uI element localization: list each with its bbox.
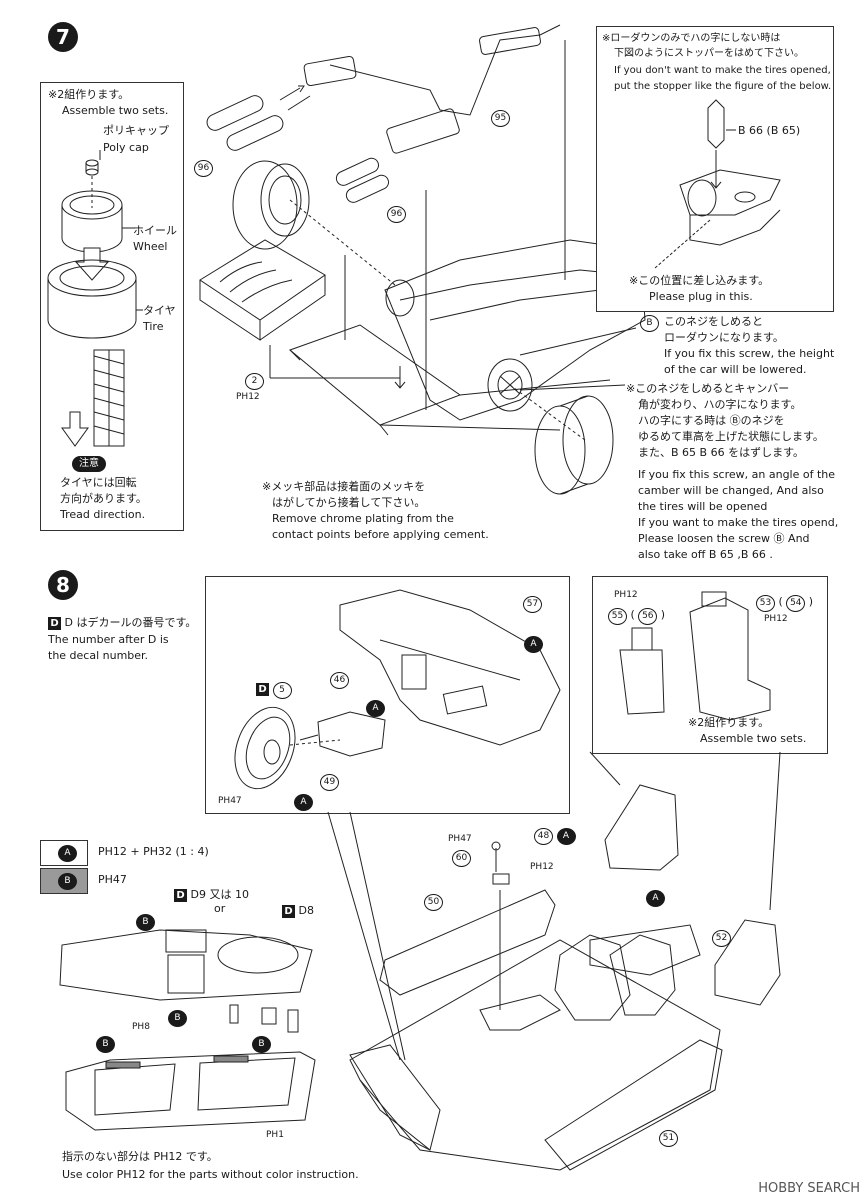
part-2-label: 2 — [245, 373, 264, 390]
decal-8-label: D D8 — [282, 902, 314, 919]
paint-ph47-steering: PH47 — [218, 796, 242, 806]
paint-ph12-shifter: PH12 — [530, 862, 554, 872]
camber-en-6: also take off B 65 ,B 66 . — [638, 548, 773, 561]
screw-b-en-1: If you fix this screw, the height — [664, 347, 835, 360]
camber-jp-5: また、B 65 B 66 をはずします。 — [638, 446, 804, 459]
camber-jp-1: ※このネジをしめるとキャンバー — [626, 382, 790, 395]
legend-a-key: A — [58, 843, 77, 862]
camber-en-3: the tires will be opened — [638, 500, 768, 513]
screw-b-marker: B — [640, 313, 659, 332]
wheel-jp: ホイール — [133, 224, 177, 237]
part-46-label: 46 — [330, 672, 349, 689]
legend-b-formula: PH47 — [98, 873, 127, 886]
screw-b-jp-2: ローダウンになります。 — [664, 331, 784, 344]
screw-b-jp-1: このネジをしめると — [664, 315, 763, 328]
tread-jp-1: タイヤには回転 — [60, 476, 137, 489]
poly-cap-en: Poly cap — [103, 141, 149, 154]
wheel-en: Wheel — [133, 240, 168, 253]
marker-b-door-b: B — [252, 1034, 271, 1053]
decal-note-en-1: The number after D is — [48, 633, 169, 646]
lowdown-en-1: If you don't want to make the tires open… — [614, 65, 831, 76]
seat-parts-55-56: 55 ( 56 ) — [608, 606, 665, 625]
marker-a-wheel: A — [294, 792, 313, 811]
watermark-logo: HOBBY SEARCH — [758, 1181, 860, 1196]
marker-a-dash: A — [524, 634, 543, 653]
part-51-label: 51 — [659, 1130, 678, 1147]
camber-en-5: Please loosen the screw Ⓑ And — [638, 532, 810, 545]
tread-jp-2: 方向があります。 — [60, 492, 147, 505]
part-49-label: 49 — [320, 774, 339, 791]
wheel-assembly-panel — [40, 82, 184, 531]
marker-b-door-a: B — [96, 1034, 115, 1053]
legend-b-key: B — [58, 871, 77, 890]
decal-or-label: or — [214, 902, 226, 915]
camber-en-2: camber will be changed, And also — [638, 484, 824, 497]
chrome-note-en-1: Remove chrome plating from the — [272, 512, 454, 525]
decal-note-en-2: the decal number. — [48, 649, 149, 662]
chrome-note-en-2: contact points before applying cement. — [272, 528, 489, 541]
lowdown-jp-2: 下図のようにストッパーをはめて下さい。 — [614, 48, 804, 59]
lowdown-en-2: put the stopper like the figure of the b… — [614, 81, 832, 92]
decal-5-label: D 5 — [256, 680, 292, 699]
tire-en: Tire — [143, 320, 164, 333]
marker-a-interior: A — [646, 888, 665, 907]
chrome-note-jp-1: ※メッキ部品は接着面のメッキを — [262, 480, 426, 493]
lowdown-jp-1: ※ローダウンのみでハの字にしない時は — [602, 33, 781, 44]
seats-note-jp: ※2組作ります。 — [688, 716, 770, 729]
caution-badge: 注意 — [72, 456, 106, 472]
part-52-label: 52 — [712, 930, 731, 947]
seats-note-en: Assemble two sets. — [700, 732, 807, 745]
part-48-label: 48 A — [534, 826, 576, 845]
marker-b-console: B — [168, 1008, 187, 1027]
screw-b-en-2: of the car will be lowered. — [664, 363, 807, 376]
footer-note-jp: 指示のない部分は PH12 です。 — [62, 1150, 218, 1163]
paint-ph12-seat-b: PH12 — [764, 614, 788, 624]
stopper-part-label: B 66 (B 65) — [738, 124, 801, 137]
camber-en-4: If you want to make the tires opend, — [638, 516, 839, 529]
camber-en-1: If you fix this screw, an angle of the — [638, 468, 836, 481]
step-7-badge: 7 — [48, 22, 78, 52]
paint-ph8-door: PH8 — [132, 1022, 150, 1032]
legend-a-formula: PH12 + PH32 (1 : 4) — [98, 845, 209, 858]
seat-parts-53-54: 53 ( 54 ) — [756, 593, 813, 612]
assemble-note-jp: ※2組作ります。 — [48, 88, 130, 101]
part-50-label: 50 — [424, 894, 443, 911]
marker-a-column: A — [366, 698, 385, 717]
poly-cap-jp: ポリキャップ — [103, 124, 169, 137]
tire-jp: タイヤ — [143, 304, 176, 317]
camber-jp-4: ゆるめて車高を上げた状態にします。 — [638, 430, 824, 443]
part-96-label-b: 96 — [387, 206, 406, 223]
paint-ph1-door: PH1 — [266, 1130, 284, 1140]
part-95-label: 95 — [491, 110, 510, 127]
plug-note-jp: ※この位置に差し込みます。 — [629, 274, 770, 287]
part-96-label-a: 96 — [194, 160, 213, 177]
assemble-note-en: Assemble two sets. — [62, 104, 169, 117]
stopper-panel — [596, 26, 834, 312]
step-8-badge: 8 — [48, 570, 78, 600]
footer-note-en: Use color PH12 for the parts without col… — [62, 1168, 359, 1181]
plug-note-en: Please plug in this. — [649, 290, 753, 303]
part-57-label: 57 — [523, 596, 542, 613]
decal-9-10-label: D D9 又は 10 — [174, 886, 249, 903]
decal-note-jp: D D はデカールの番号です。 — [48, 614, 196, 631]
paint-ph12-seat-a: PH12 — [614, 590, 638, 600]
camber-jp-3: ハの字にする時は Ⓑのネジを — [638, 414, 785, 427]
chrome-note-jp-2: はがしてから接着して下さい。 — [272, 496, 426, 509]
part-60-label: 60 — [452, 850, 471, 867]
paint-ph12-tire: PH12 — [236, 392, 260, 402]
tread-en: Tread direction. — [60, 508, 146, 521]
marker-b-dash: B — [136, 912, 155, 931]
camber-jp-2: 角が変わり、ハの字になります。 — [638, 398, 802, 411]
paint-ph47-shifter: PH47 — [448, 834, 472, 844]
